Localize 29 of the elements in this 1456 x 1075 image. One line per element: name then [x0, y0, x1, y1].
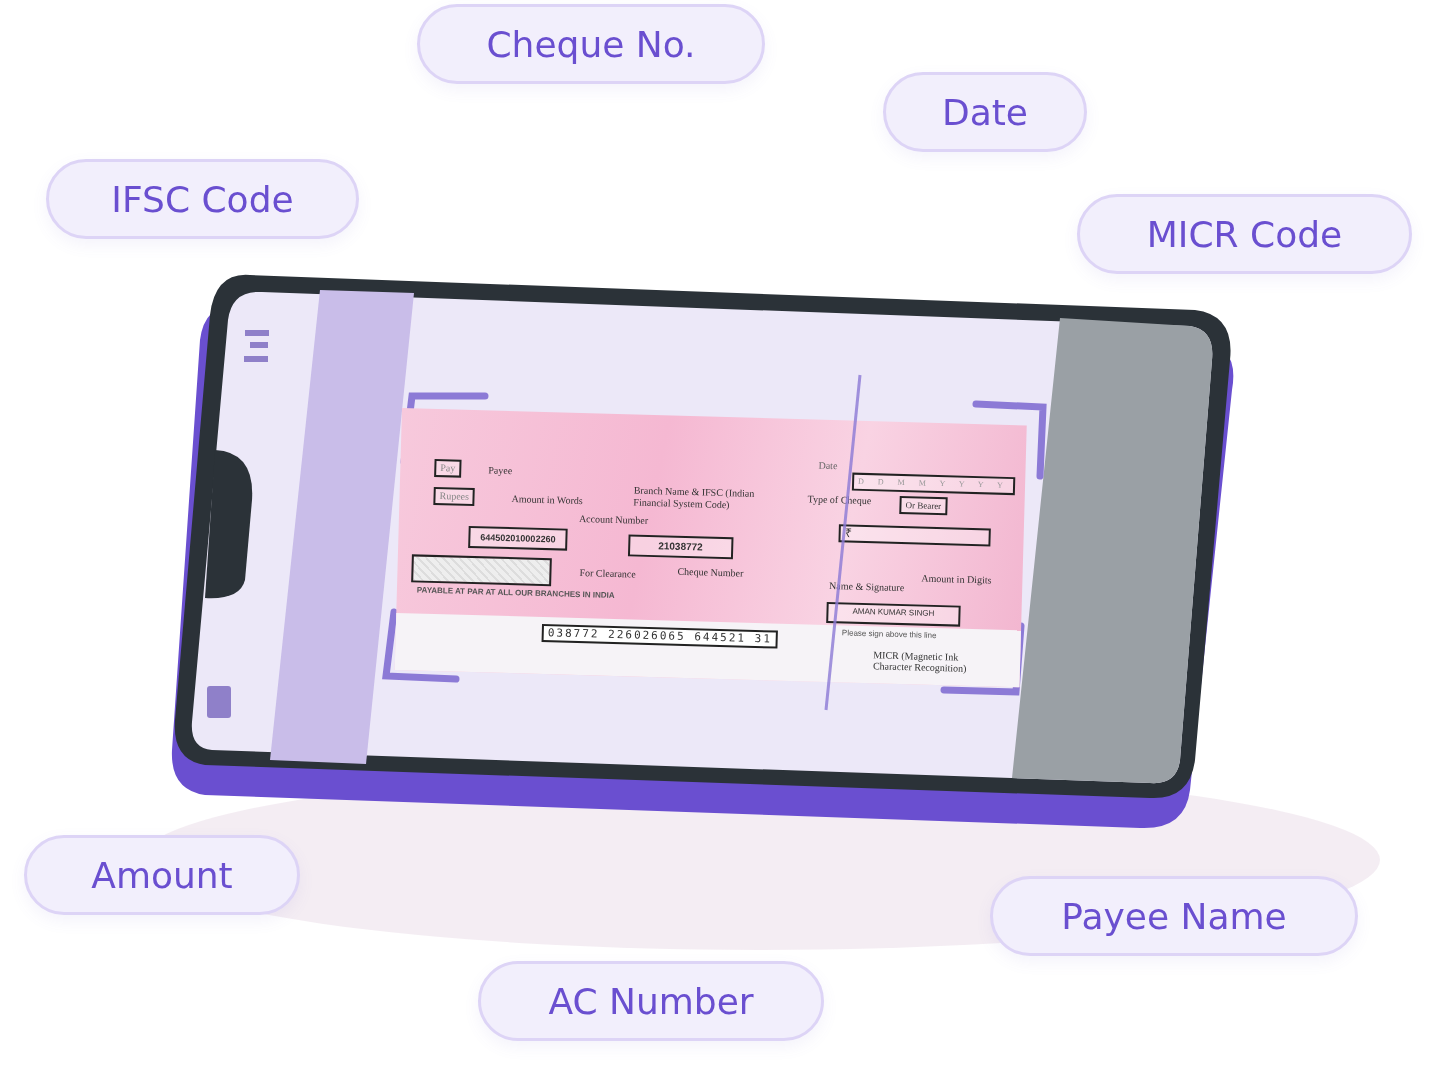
date-field: D D M M Y Y Y Y — [851, 472, 1016, 496]
label-pill: AC Number — [478, 961, 824, 1041]
field-caption: Type of Cheque — [807, 493, 872, 508]
label-pill: IFSC Code — [46, 159, 359, 239]
field-caption: Date — [818, 459, 838, 473]
field-caption: PAYABLE AT PAR AT ALL OUR BRANCHES IN INDIA — [416, 584, 615, 602]
field-caption: Rupees — [433, 486, 476, 507]
label-pill: Cheque No. — [417, 4, 765, 84]
field-caption: Please sign above this line — [841, 627, 937, 642]
field-caption: Pay — [434, 458, 462, 478]
crossing-box — [411, 554, 552, 587]
field-caption: Name & Signature — [829, 580, 905, 595]
signature-box: AMAN KUMAR SINGH — [826, 601, 961, 627]
account-number: 644502010002260 — [468, 525, 568, 551]
label-pill: Payee Name — [990, 876, 1358, 956]
cheque-number: 21038772 — [627, 534, 733, 560]
label-pill: Date — [883, 72, 1087, 152]
field-caption: Cheque Number — [677, 565, 744, 580]
amount-field: ₹ — [838, 524, 991, 547]
bearer-box: Or Bearer — [899, 495, 948, 516]
field-caption: MICR (Magnetic Ink Character Recognition) — [872, 649, 968, 675]
field-caption: Branch Name & IFSC (Indian Financial System Code) — [633, 484, 756, 513]
label-pill: Amount — [24, 835, 300, 915]
field-caption: Amount in Words — [511, 493, 583, 508]
label-pill: MICR Code — [1077, 194, 1412, 274]
field-caption: For Clearance — [579, 567, 636, 581]
field-caption: Account Number — [578, 513, 649, 527]
field-caption: Amount in Digits — [921, 572, 992, 587]
field-caption: Payee — [488, 464, 513, 478]
